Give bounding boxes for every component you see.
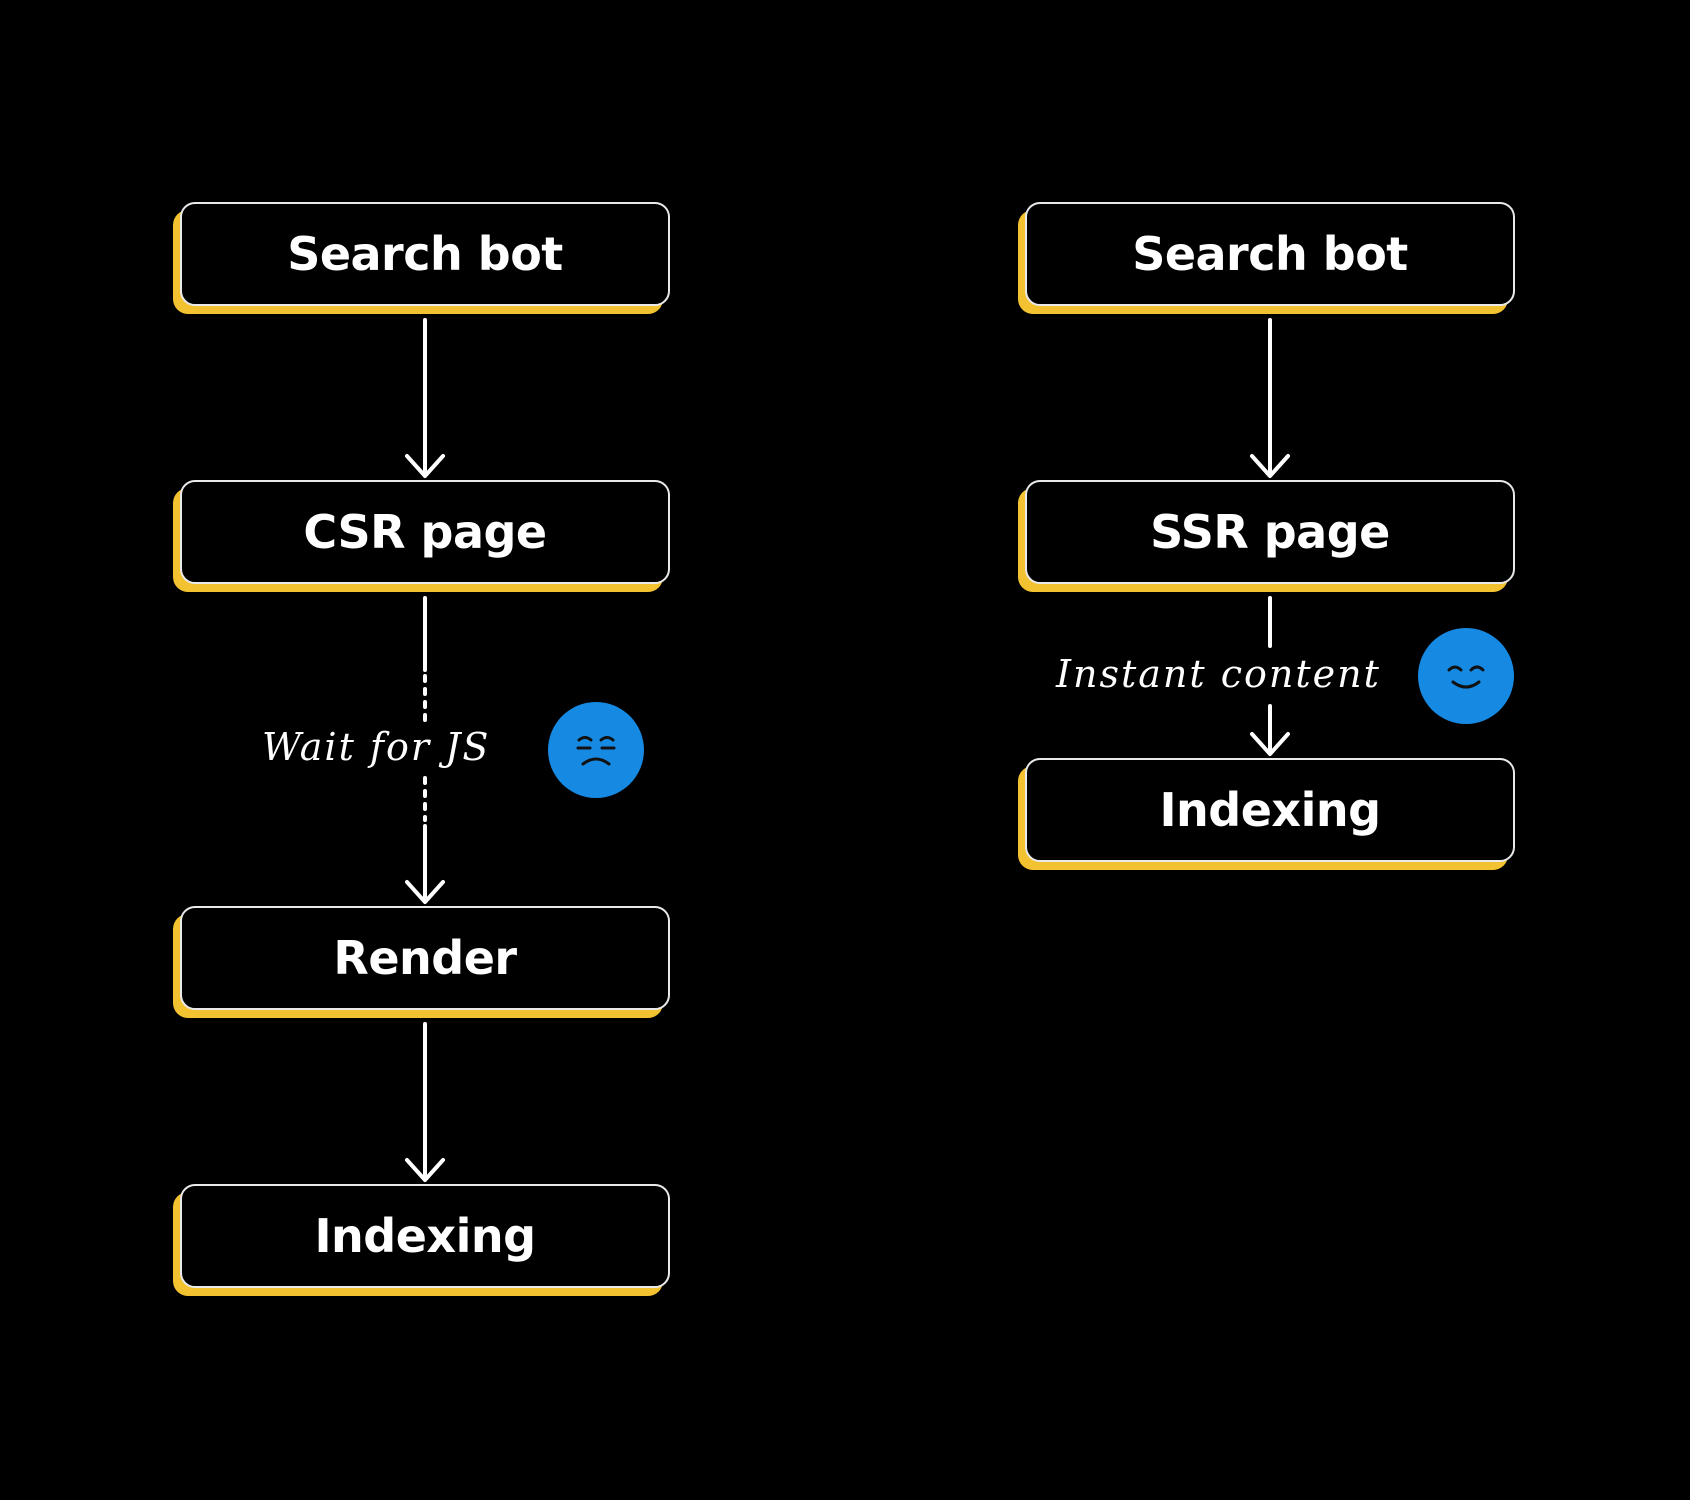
csr-search-bot-box: Search bot: [180, 202, 670, 306]
happy-face-icon: [1418, 628, 1514, 724]
ssr-search-bot-box: Search bot: [1025, 202, 1515, 306]
csr-indexing-box: Indexing: [180, 1184, 670, 1288]
ssr-search-bot-label: Search bot: [1132, 227, 1408, 281]
csr-indexing-label: Indexing: [314, 1209, 536, 1263]
csr-wait-annotation: Wait for JS: [262, 725, 491, 769]
arrow-search-bot-to-csr-page: [405, 318, 445, 478]
arrow-search-bot-to-ssr-page: [1250, 318, 1290, 478]
ssr-page-box: SSR page: [1025, 480, 1515, 584]
arrow-render-to-indexing: [405, 1022, 445, 1182]
csr-page-box: CSR page: [180, 480, 670, 584]
csr-render-box: Render: [180, 906, 670, 1010]
arrow-ssr-page-to-indexing: [1250, 596, 1290, 756]
sad-face-icon: [548, 702, 644, 798]
csr-page-label: CSR page: [303, 505, 547, 559]
ssr-page-label: SSR page: [1150, 505, 1390, 559]
arrow-csr-page-to-render: [405, 596, 445, 904]
csr-render-label: Render: [333, 931, 517, 985]
ssr-indexing-label: Indexing: [1159, 783, 1381, 837]
ssr-instant-annotation: Instant content: [1056, 652, 1381, 696]
csr-search-bot-label: Search bot: [287, 227, 563, 281]
ssr-indexing-box: Indexing: [1025, 758, 1515, 862]
